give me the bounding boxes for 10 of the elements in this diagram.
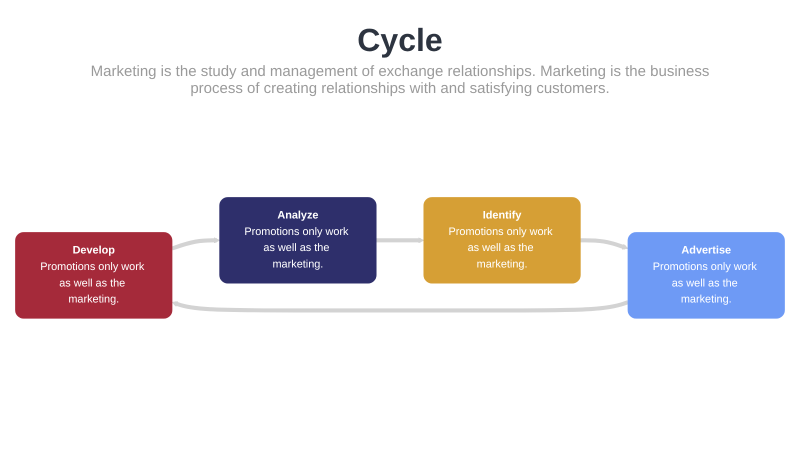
node-box: Advertise Promotions only work as well as the marketing. (628, 232, 785, 319)
arrow (172, 300, 629, 313)
node-box: Analyze Promotions only work as well as the marketing. (219, 197, 377, 284)
arrow (171, 237, 220, 251)
arrow (580, 238, 628, 250)
title: Cycle (357, 22, 443, 59)
node-box: Identify Promotions only work as well as the marketing. (423, 197, 581, 284)
subtitle-text: Marketing is the study and management of exchange relationships. Marketing is the business process of creating relationships with and satisfying customers. (90, 63, 710, 97)
arrow (376, 237, 424, 244)
node-box: Develop Promotions only work as well as the marketing. (15, 232, 172, 319)
